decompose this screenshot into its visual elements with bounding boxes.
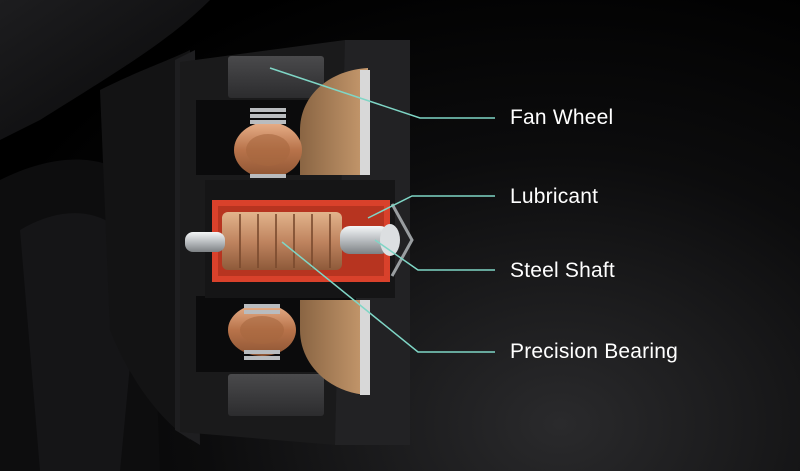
steel-shaft-part <box>185 203 414 277</box>
leader-line-steel-shaft <box>374 239 495 271</box>
leader-line-lubricant <box>367 195 495 219</box>
leader-line-fan-wheel <box>269 67 495 119</box>
fan-blades <box>0 0 210 471</box>
callout-fan-wheel: Fan Wheel <box>510 106 614 129</box>
copper-coils <box>228 108 302 360</box>
leader-line-precision-bearing <box>281 241 495 353</box>
leader-lines <box>269 67 495 353</box>
callout-precision-bearing: Precision Bearing <box>510 340 678 363</box>
callout-lubricant: Lubricant <box>510 185 599 208</box>
callout-steel-shaft: Steel Shaft <box>510 259 615 282</box>
rotor <box>222 212 342 270</box>
